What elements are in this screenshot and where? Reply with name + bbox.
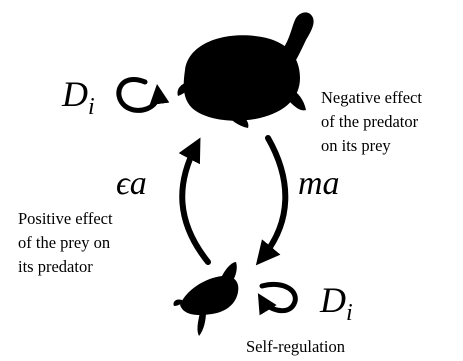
edge-predator-to-prey-description: Negative effect of the predator on its p… (321, 88, 426, 155)
predator-self-loop (116, 77, 170, 113)
edge-predator-to-prey-symbol: ma (298, 165, 340, 202)
prey-self-loop (257, 282, 298, 316)
predator-self-loop-symbol: Di (61, 74, 95, 120)
edge-prey-to-predator-description: Positive effect of the prey on its preda… (18, 209, 117, 276)
edge-prey-to-predator-symbol: ϵa (116, 165, 147, 202)
edge-prey-to-predator (178, 137, 211, 265)
turtle-silhouette-icon (177, 12, 314, 128)
prey-self-loop-symbol: Di (319, 280, 353, 326)
edge-predator-to-prey (255, 135, 289, 266)
self-regulation-caption: Self-regulation (246, 337, 345, 356)
hatchling-turtle-silhouette-icon (173, 262, 239, 336)
